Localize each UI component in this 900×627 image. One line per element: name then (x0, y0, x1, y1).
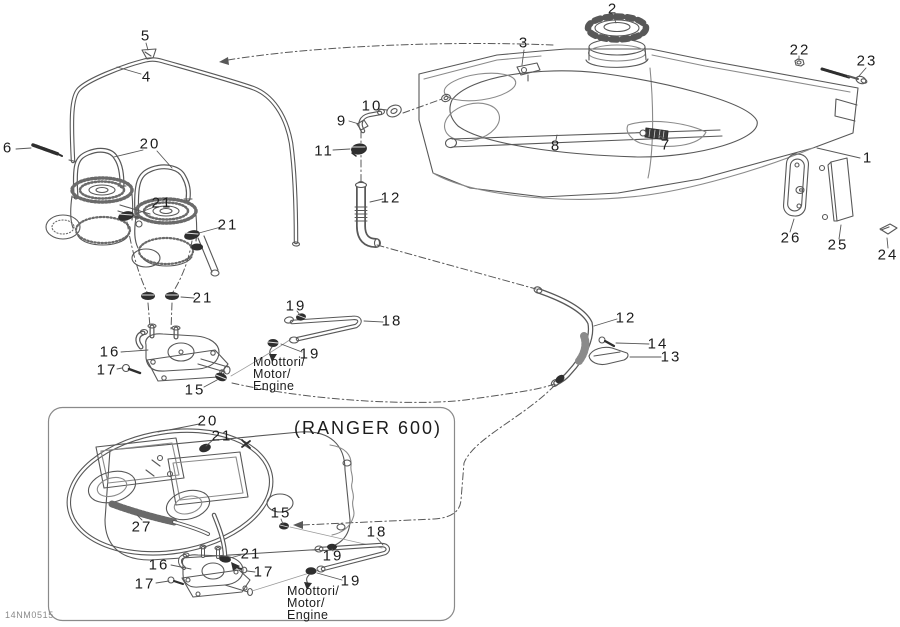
note-line: Engine (253, 379, 295, 393)
part-callout-13: 13 (660, 348, 682, 366)
part-callout-14: 14 (647, 335, 669, 353)
part-callout-1: 1 (862, 149, 874, 167)
part-callout-18: 18 (366, 523, 388, 541)
part-callout-9: 9 (336, 112, 348, 130)
carb-vent-hoses-20 (72, 150, 192, 218)
part-callout-10: 10 (361, 97, 383, 115)
corrugated-hose-27 (112, 504, 208, 534)
clamp-21-carb-b (184, 230, 203, 251)
note-line: Motor/ (287, 596, 325, 610)
part-callout-20: 20 (139, 135, 161, 153)
fuel-tank (419, 39, 858, 199)
part-callout-5: 5 (140, 27, 152, 45)
clamps-21-pump (141, 292, 179, 300)
note-line: Moottori/ (287, 584, 340, 598)
hose-clip-5 (142, 49, 156, 59)
part-callout-21: 21 (192, 289, 214, 307)
bolt-23 (822, 69, 868, 85)
screw-14 (599, 337, 614, 346)
part-callout-2: 2 (607, 0, 619, 18)
screw-17 (123, 365, 141, 374)
vent-elbow-12 (351, 99, 442, 247)
part-callout-15: 15 (270, 504, 292, 522)
part-callout-6: 6 (2, 139, 14, 157)
clamp-hose-12 (555, 374, 565, 384)
carburetors (46, 178, 219, 276)
part-callout-19: 19 (322, 547, 344, 565)
bracket-13 (589, 347, 628, 364)
part-callout-23: 23 (856, 52, 878, 70)
fuel-pump-16 (123, 222, 231, 383)
note-line: Motor/ (253, 367, 291, 381)
part-callout-8: 8 (550, 137, 562, 155)
pickup-tube-8 (445, 121, 722, 148)
note-line: Moottori/ (253, 355, 306, 369)
part-callout-19: 19 (340, 572, 362, 590)
part-callout-27: 27 (131, 518, 153, 536)
engine-routing-note-box: Moottori/ Motor/ Engine (287, 584, 340, 622)
part-callout-17: 17 (96, 361, 118, 379)
part-callout-20: 20 (197, 412, 219, 430)
drawing-code: 14NM0515 (5, 610, 54, 620)
part-callout-19: 19 (285, 297, 307, 315)
clamp-21-carb-a (118, 211, 134, 221)
tank-mount-parts (783, 59, 897, 234)
vent-hose-4 (69, 43, 553, 246)
part-callout-17: 17 (134, 575, 156, 593)
leader-lines (16, 15, 888, 387)
grommet-26 (783, 153, 809, 216)
fuel-hose-12 (232, 245, 628, 529)
part-callout-4: 4 (141, 68, 153, 86)
fuel-pump-box (168, 545, 253, 597)
nut-22 (795, 59, 804, 66)
engine-top-view (85, 432, 354, 560)
filler-neck (586, 39, 648, 67)
part-callout-21: 21 (217, 216, 239, 234)
part-callout-7: 7 (660, 136, 672, 154)
variant-label: (RANGER 600) (293, 418, 443, 438)
part-callout-24: 24 (877, 246, 899, 264)
part-callout-21: 21 (151, 194, 173, 212)
part-callout-17: 17 (253, 563, 275, 581)
part-callout-19: 19 (299, 345, 321, 363)
part-callout-21: 21 (240, 545, 262, 563)
clamp-15 (215, 372, 227, 382)
part-callout-16: 16 (148, 556, 170, 574)
part-callout-18: 18 (381, 312, 403, 330)
part-callout-26: 26 (780, 229, 802, 247)
engine-routing-note: Moottori/ Motor/ Engine (253, 355, 306, 393)
part-callout-11: 11 (314, 142, 334, 160)
part-callout-12: 12 (380, 189, 402, 207)
part-callout-21: 21 (211, 427, 233, 445)
ranger-600-inset (49, 408, 455, 621)
clamp-19-top (296, 313, 306, 321)
part-callout-3: 3 (518, 34, 530, 52)
part-callout-15: 15 (184, 381, 206, 399)
part-callout-25: 25 (827, 236, 849, 254)
screw-6 (33, 145, 62, 156)
fuel-cap-2 (588, 17, 646, 41)
fuel-sender-3 (517, 63, 540, 81)
pump-hose-18 (231, 313, 359, 376)
clamp-11 (351, 143, 367, 156)
engine-hose-18-box (304, 544, 388, 590)
clamp-19-bottom (267, 339, 279, 347)
part-callout-22: 22 (789, 41, 811, 59)
part-callout-16: 16 (99, 343, 121, 361)
pad-25 (820, 158, 854, 221)
part-callout-12: 12 (615, 309, 637, 327)
note-line: Engine (287, 608, 329, 622)
clip-24 (880, 224, 897, 234)
